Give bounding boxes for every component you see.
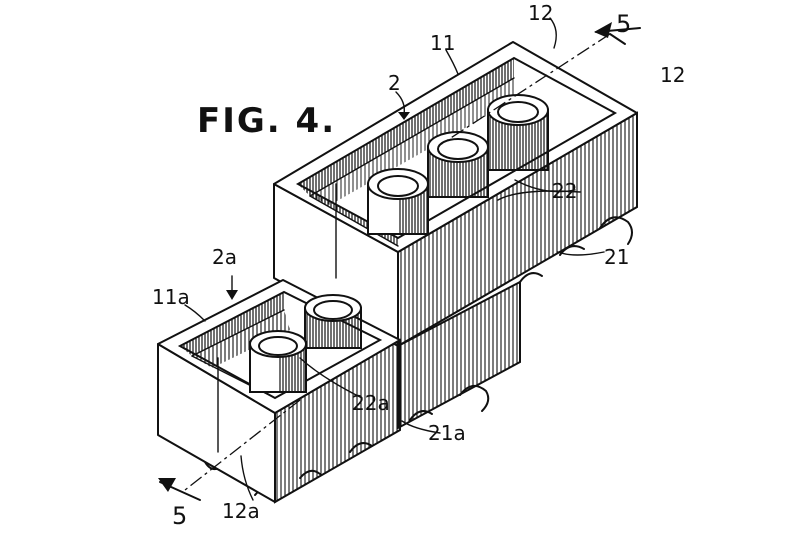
leader-lines (184, 17, 605, 501)
label-tubes-upper: 22 (552, 179, 577, 203)
label-brick-lower-wall: 11a (152, 285, 190, 309)
upper-brick-tubes (367, 94, 549, 235)
label-brick-lower: 2a (212, 245, 237, 269)
label-section-bottom: 5 (172, 502, 187, 530)
label-section-top: 5 (616, 10, 631, 38)
label-brick-upper-end-right: 12 (660, 63, 685, 87)
label-brick-upper: 2 (388, 71, 401, 95)
label-studs-lower: 21a (428, 421, 466, 445)
label-studs-upper: 21 (604, 245, 629, 269)
reference-numerals: 2 11 12 5 12 22 21 2a 11a 22a 21a 12a 5 (152, 1, 685, 530)
label-brick-upper-wall: 11 (430, 31, 455, 55)
section-line-lower (158, 399, 301, 501)
section-line-upper (439, 22, 641, 146)
label-brick-upper-end: 12 (528, 1, 553, 25)
label-tubes-lower: 22a (352, 391, 390, 415)
label-brick-lower-end: 12a (222, 499, 260, 523)
lower-brick-tubes (249, 294, 362, 393)
figure-title: FIG. 4. (197, 101, 336, 141)
